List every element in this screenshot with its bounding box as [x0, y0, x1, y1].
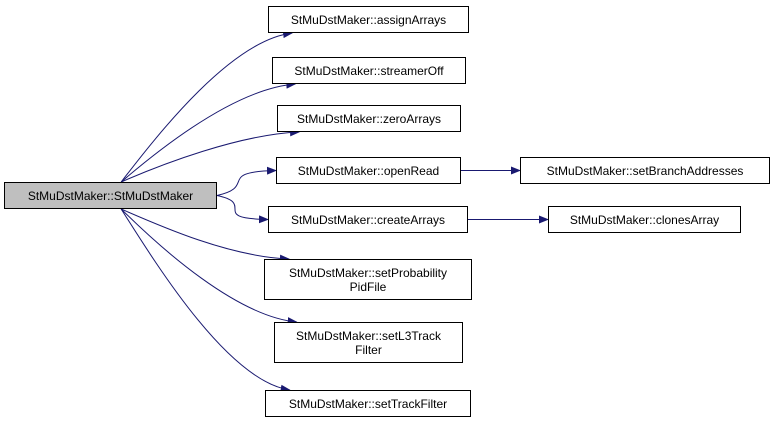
- node-setBranchAddresses[interactable]: StMuDstMaker::setBranchAddresses: [520, 157, 770, 184]
- node-clonesArray[interactable]: StMuDstMaker::clonesArray: [548, 206, 741, 233]
- node-assignArrays[interactable]: StMuDstMaker::assignArrays: [268, 6, 469, 33]
- node-streamerOff[interactable]: StMuDstMaker::streamerOff: [272, 57, 466, 84]
- edge-root-to-setProbabilityPidFile: [120, 208, 290, 263]
- edge-root-to-setL3TrackFilter: [120, 208, 298, 326]
- edge-root-to-zeroArrays: [120, 128, 301, 183]
- node-zeroArrays[interactable]: StMuDstMaker::zeroArrays: [277, 105, 461, 132]
- edge-root-to-createArrays: [216, 195, 269, 224]
- node-setL3TrackFilter[interactable]: StMuDstMaker::setL3Track Filter: [274, 322, 463, 363]
- node-setTrackFilter[interactable]: StMuDstMaker::setTrackFilter: [265, 390, 471, 417]
- edge-root-to-openRead: [216, 166, 277, 196]
- edge-root-to-setTrackFilter: [120, 208, 291, 393]
- node-root[interactable]: StMuDstMaker::StMuDstMaker: [4, 182, 217, 209]
- edge-root-to-streamerOff: [120, 80, 297, 183]
- edge-root-to-assignArrays: [120, 30, 294, 183]
- node-setProbabilityPidFile[interactable]: StMuDstMaker::setProbability PidFile: [264, 259, 472, 300]
- node-openRead[interactable]: StMuDstMaker::openRead: [276, 157, 461, 184]
- node-createArrays[interactable]: StMuDstMaker::createArrays: [268, 206, 468, 233]
